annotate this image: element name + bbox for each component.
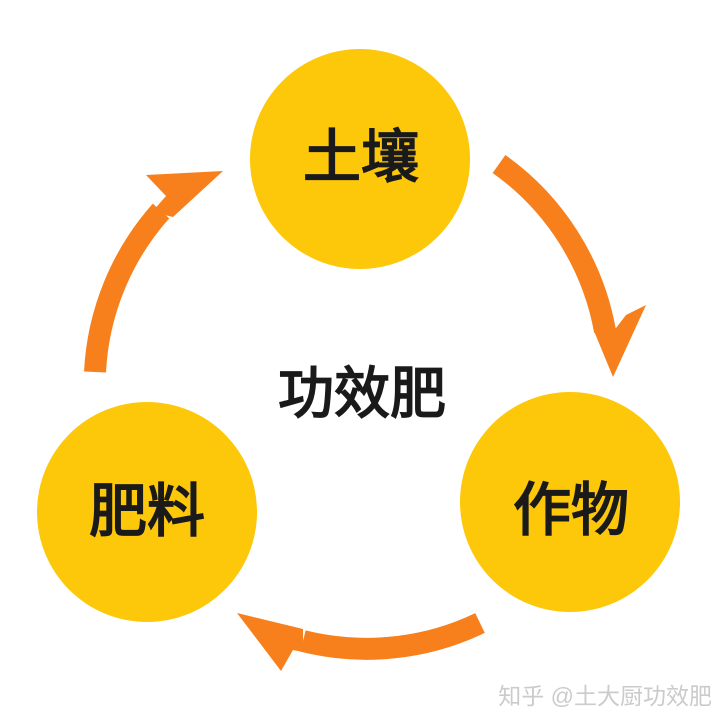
- arrow-head-left: [146, 171, 223, 217]
- node-label-soil: 土壤: [302, 125, 420, 190]
- arrow-shaft-bottom: [300, 613, 485, 660]
- node-label-crops: 作物: [512, 478, 630, 543]
- node-label-fertilizer: 肥料: [88, 479, 206, 544]
- arrow-soil-to-crops: [492, 155, 646, 377]
- diagram-center-title: 功效肥: [278, 362, 446, 425]
- arrow-crops-to-fertilizer: [237, 613, 485, 671]
- node-circle-crops: [460, 392, 680, 612]
- node-circle-fertilizer: [37, 402, 257, 622]
- arrow-fertilizer-to-soil: [84, 171, 223, 373]
- watermark-text: 知乎 @土大厨功效肥: [498, 683, 712, 709]
- node-circle-soil: [250, 49, 470, 269]
- arrow-head-right: [594, 305, 646, 377]
- arrow-shaft-right: [492, 155, 616, 334]
- arrow-shaft-left: [84, 203, 170, 373]
- arrow-head-bottom: [237, 613, 303, 671]
